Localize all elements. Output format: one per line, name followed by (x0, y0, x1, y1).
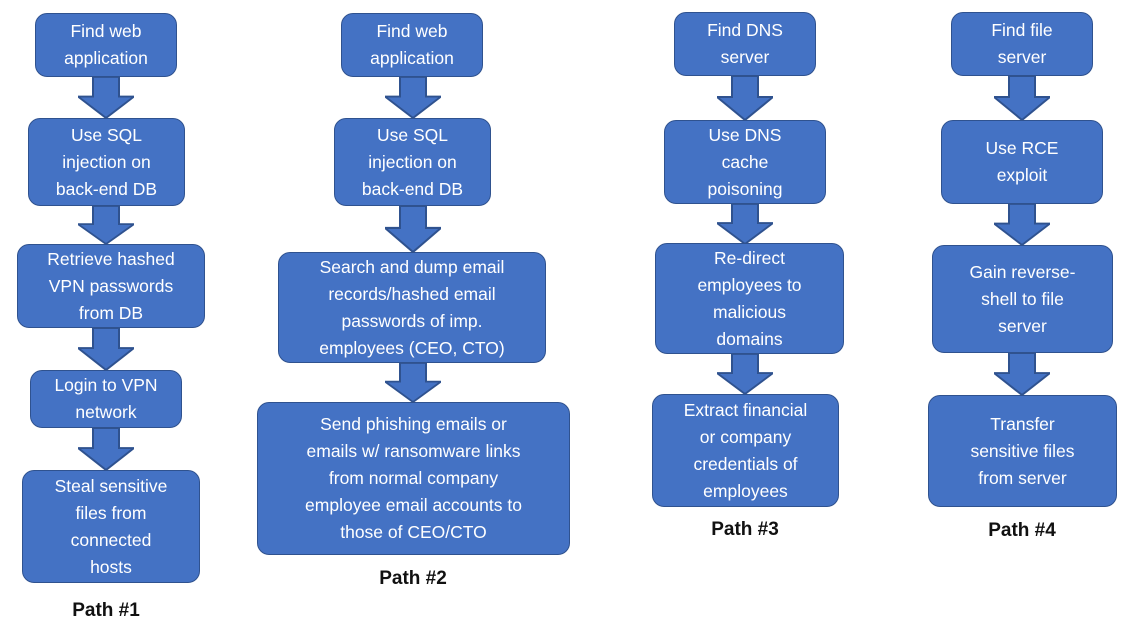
flow-box: Steal sensitive files from connected hos… (22, 470, 200, 583)
flow-box: Extract financial or company credentials… (652, 394, 839, 507)
down-arrow-icon (717, 76, 773, 120)
flow-box: Use SQL injection on back-end DB (334, 118, 491, 206)
path-label: Path #4 (988, 520, 1056, 541)
flow-box: Send phishing emails or emails w/ ransom… (257, 402, 570, 555)
flow-box: Find file server (951, 12, 1093, 76)
path-label: Path #1 (72, 600, 140, 621)
down-arrow-icon (385, 363, 441, 402)
flow-box: Use DNS cache poisoning (664, 120, 826, 204)
path-label: Path #2 (379, 568, 447, 589)
down-arrow-icon (994, 76, 1050, 120)
down-arrow-icon (994, 353, 1050, 395)
down-arrow-icon (78, 206, 134, 244)
flow-box: Retrieve hashed VPN passwords from DB (17, 244, 205, 328)
down-arrow-icon (78, 328, 134, 370)
down-arrow-icon (994, 204, 1050, 245)
flow-box: Re-direct employees to malicious domains (655, 243, 844, 354)
down-arrow-icon (78, 77, 134, 118)
down-arrow-icon (717, 354, 773, 394)
flow-box: Use SQL injection on back-end DB (28, 118, 185, 206)
down-arrow-icon (385, 77, 441, 118)
flow-box: Search and dump email records/hashed ema… (278, 252, 546, 363)
flow-box: Login to VPN network (30, 370, 182, 428)
flow-box: Use RCE exploit (941, 120, 1103, 204)
flow-box: Transfer sensitive files from server (928, 395, 1117, 507)
path-label: Path #3 (711, 519, 779, 540)
flow-box: Find web application (341, 13, 483, 77)
down-arrow-icon (717, 204, 773, 244)
flow-box: Find DNS server (674, 12, 816, 76)
flow-box: Find web application (35, 13, 177, 77)
down-arrow-icon (78, 428, 134, 470)
flow-box: Gain reverse- shell to file server (932, 245, 1113, 353)
down-arrow-icon (385, 206, 441, 252)
